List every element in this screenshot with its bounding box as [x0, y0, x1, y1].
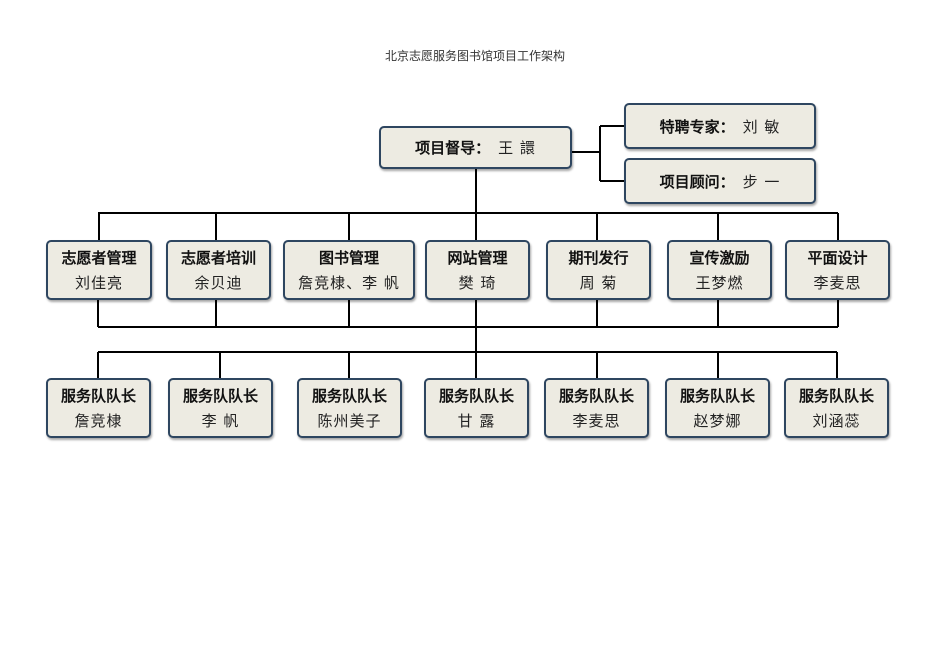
person-name: 樊 琦 — [458, 274, 497, 292]
person-name: 甘 露 — [457, 412, 496, 430]
person-name: 步 一 — [742, 172, 781, 191]
role-label: 期刊发行 — [568, 249, 629, 267]
role-label: 特聘专家： — [659, 117, 735, 136]
department-box: 期刊发行周 菊 — [546, 240, 651, 300]
role-label: 志愿者管理 — [61, 249, 137, 267]
department-box: 平面设计李麦思 — [785, 240, 890, 300]
role-label: 服务队队长 — [558, 387, 634, 405]
role-label: 图书管理 — [318, 249, 379, 267]
person-name: 刘佳亮 — [74, 274, 123, 292]
role-label: 服务队队长 — [60, 387, 136, 405]
role-label: 宣传激励 — [689, 249, 750, 267]
role-label: 项目顾问： — [659, 172, 735, 191]
role-label: 网站管理 — [447, 249, 508, 267]
department-box: 志愿者培训余贝迪 — [166, 240, 271, 300]
role-label: 服务队队长 — [311, 387, 387, 405]
person-name: 李 帆 — [201, 412, 240, 430]
person-name: 詹竞棣、李 帆 — [298, 274, 400, 292]
supervisor-box: 项目督导： 王 譞 — [379, 126, 572, 169]
team-leader-box: 服务队队长陈州美子 — [297, 378, 402, 438]
person-name: 王梦燃 — [695, 274, 744, 292]
team-leader-box: 服务队队长詹竞棣 — [46, 378, 151, 438]
person-name: 李麦思 — [813, 274, 862, 292]
person-name: 赵梦娜 — [693, 412, 742, 430]
person-name: 詹竞棣 — [74, 412, 123, 430]
person-name: 周 菊 — [579, 274, 618, 292]
person-name: 刘涵蕊 — [812, 412, 861, 430]
role-label: 项目督导： — [415, 139, 491, 157]
advisor-box: 项目顾问： 步 一 — [624, 158, 816, 204]
role-label: 服务队队长 — [679, 387, 755, 405]
role-label: 服务队队长 — [182, 387, 258, 405]
role-label: 志愿者培训 — [180, 249, 256, 267]
role-label: 服务队队长 — [798, 387, 874, 405]
person-name: 刘 敏 — [742, 117, 781, 136]
team-leader-box: 服务队队长李 帆 — [168, 378, 273, 438]
department-box: 志愿者管理刘佳亮 — [46, 240, 152, 300]
team-leader-box: 服务队队长赵梦娜 — [665, 378, 770, 438]
person-name: 余贝迪 — [194, 274, 243, 292]
department-box: 网站管理樊 琦 — [425, 240, 530, 300]
team-leader-box: 服务队队长刘涵蕊 — [784, 378, 889, 438]
team-leader-box: 服务队队长甘 露 — [424, 378, 529, 438]
department-box: 图书管理詹竞棣、李 帆 — [283, 240, 415, 300]
role-label: 平面设计 — [807, 249, 868, 267]
chart-title: 北京志愿服务图书馆项目工作架构 — [384, 49, 565, 63]
department-box: 宣传激励王梦燃 — [667, 240, 772, 300]
person-name: 陈州美子 — [317, 412, 382, 430]
advisor-box: 特聘专家： 刘 敏 — [624, 103, 816, 149]
person-name: 王 譞 — [498, 139, 536, 157]
team-leader-box: 服务队队长李麦思 — [544, 378, 649, 438]
role-label: 服务队队长 — [438, 387, 514, 405]
person-name: 李麦思 — [572, 412, 621, 430]
